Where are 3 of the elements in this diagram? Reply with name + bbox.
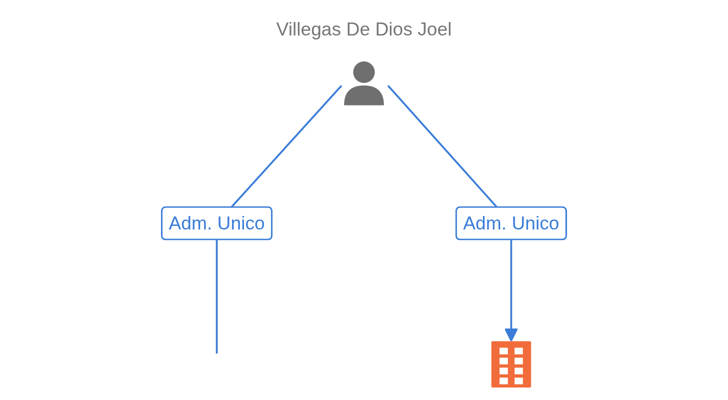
edge-label: Adm. Unico [455, 206, 568, 240]
building-icon [491, 341, 532, 388]
edge-label: Adm. Unico [160, 206, 273, 240]
